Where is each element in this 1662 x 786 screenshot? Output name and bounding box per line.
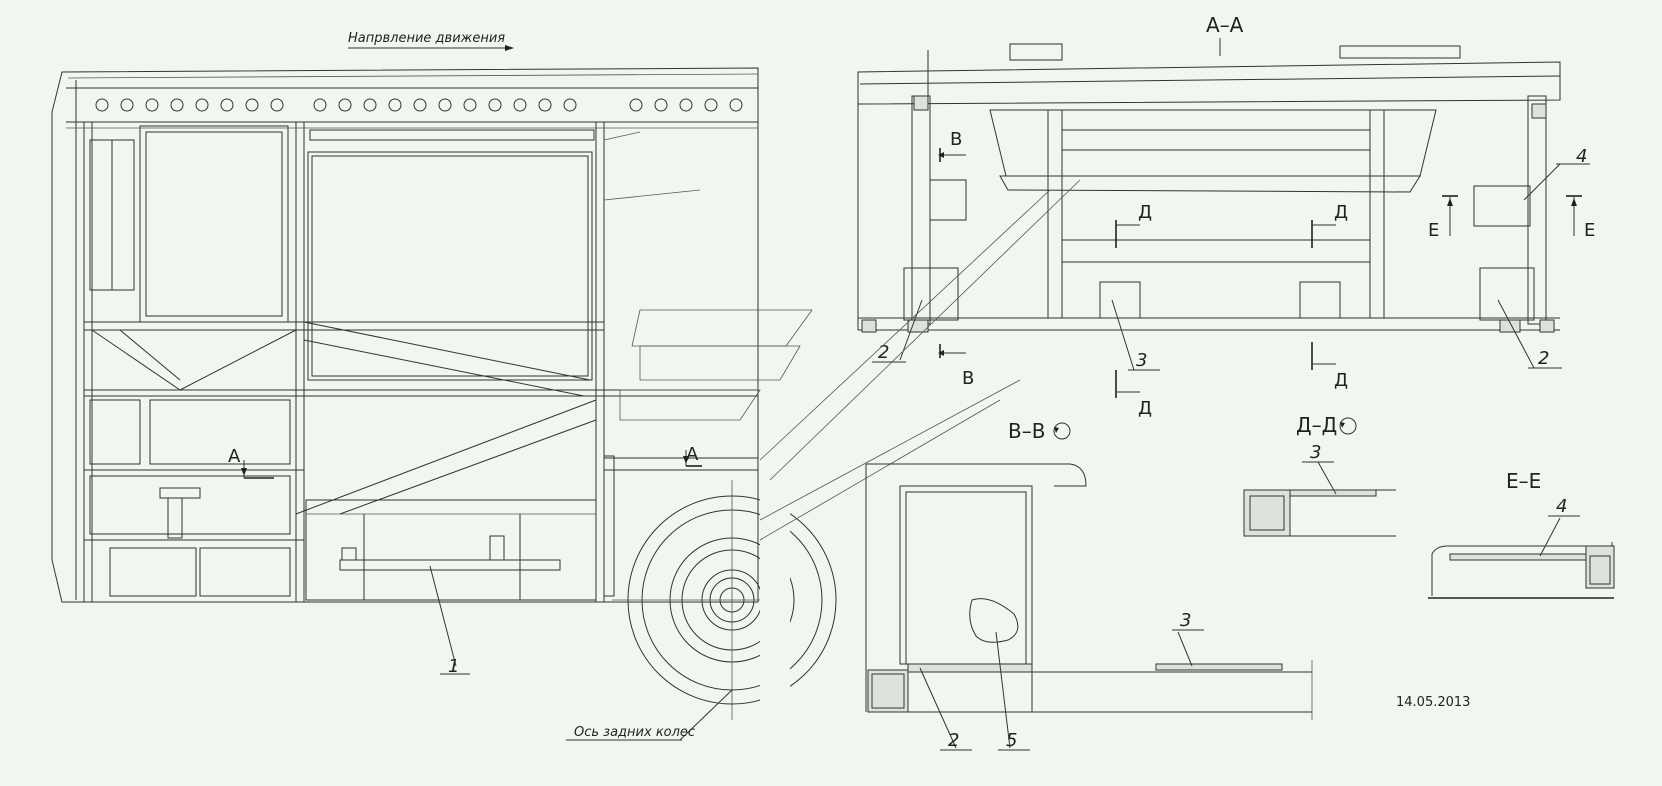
bracket-3-left — [1099, 281, 1141, 319]
cut-mark-d-1: Д — [1115, 202, 1152, 248]
cut-mark-v-top: В — [938, 129, 966, 162]
callout-4: 4 — [1576, 146, 1587, 167]
section-ee-title: Е–Е — [1506, 469, 1541, 493]
window-front — [139, 125, 289, 323]
body-outline — [51, 67, 759, 603]
callout-3-dd: 3 — [1310, 442, 1321, 463]
callout-3-aa: 3 — [1136, 350, 1147, 371]
drawing-label: Е — [1584, 220, 1595, 241]
drawing-label: А — [686, 444, 699, 465]
side-view: Напрвление движения — [51, 31, 837, 741]
section-dd-title: Д–Д — [1296, 413, 1337, 437]
cut-mark-a-right: А — [683, 444, 702, 467]
drawing-label: Е — [1428, 220, 1439, 241]
callout-2-right: 2 — [1538, 348, 1549, 369]
section-aa-title: А–А — [1206, 13, 1244, 37]
section-d-d: Д–Д 3 — [1243, 413, 1396, 537]
direction-label: Напрвление движения — [348, 31, 505, 46]
section-v-v: В–В 3 2 5 — [865, 419, 1313, 751]
fuel-tank — [305, 499, 597, 601]
cut-mark-d-3: Д — [1115, 370, 1152, 419]
drawing-label: Д — [1334, 370, 1348, 391]
rear-axle-label: Ось задних колес — [574, 725, 695, 740]
drawing-label: В — [962, 368, 974, 389]
cut-mark-d-2: Д — [1311, 202, 1348, 248]
cut-mark-a-left: А — [228, 446, 274, 479]
battery-box — [109, 547, 197, 597]
callout-4-ee: 4 — [1556, 496, 1567, 517]
callout-2-vv: 2 — [948, 730, 959, 751]
bracket-3-right — [1299, 281, 1341, 319]
section-a-a: А–А — [857, 13, 1595, 419]
callout-5: 5 — [1006, 730, 1017, 751]
section-vv-title: В–В — [1008, 419, 1045, 443]
frame-holes — [95, 98, 743, 112]
cut-mark-v-bottom: В — [938, 344, 974, 389]
cut-mark-e-left: Е — [1428, 195, 1458, 241]
section-e-e: Е–Е 4 — [1428, 469, 1615, 599]
bracket-4 — [1473, 185, 1531, 227]
bracket-2-left — [903, 267, 959, 321]
window-side — [307, 151, 593, 381]
callout-3-vv: 3 — [1180, 610, 1191, 631]
cut-mark-e-right: Е — [1566, 195, 1595, 241]
hole-5 — [969, 598, 1019, 643]
callout-2-left: 2 — [878, 342, 889, 363]
rear-wheel — [612, 480, 837, 720]
drawing-label: Д — [1138, 202, 1152, 223]
drawing-label: В — [950, 129, 962, 150]
callout-1: 1 — [448, 656, 459, 677]
drawing-label: Д — [1138, 398, 1152, 419]
drawing-label: Д — [1334, 202, 1348, 223]
drawing-label: А — [228, 446, 241, 467]
direction-arrow-head — [505, 45, 514, 51]
bracket-2-right — [1479, 267, 1535, 321]
projection-lines — [619, 179, 1081, 541]
drawing-date: 14.05.2013 — [1396, 695, 1470, 710]
cut-mark-d-4: Д — [1311, 342, 1348, 391]
